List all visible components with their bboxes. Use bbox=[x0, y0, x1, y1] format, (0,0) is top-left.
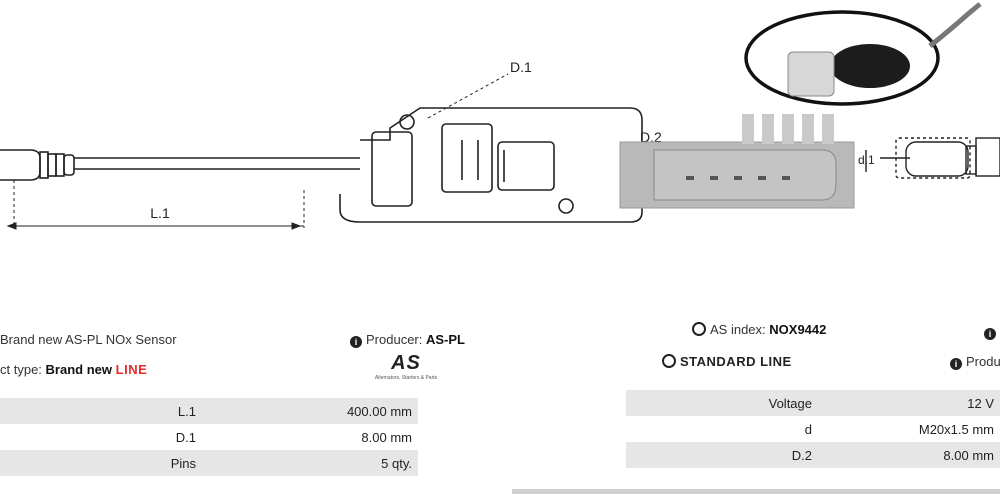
bottom-divider bbox=[512, 489, 1000, 494]
right-info-icon-top: i bbox=[984, 323, 1000, 341]
sensor-photo bbox=[744, 2, 982, 106]
d-small-label: d.1 bbox=[858, 153, 875, 167]
type-label: ct type: bbox=[0, 362, 42, 377]
l1-label: L.1 bbox=[150, 205, 170, 221]
producer-label-partial: Produc bbox=[966, 354, 1000, 369]
table-row: Voltage 12 V bbox=[626, 390, 1000, 416]
d1-leader bbox=[427, 73, 509, 119]
table-row: D.1 8.00 mm bbox=[0, 424, 418, 450]
left-type: ct type: Brand new LINE bbox=[0, 362, 147, 377]
type-value: Brand new bbox=[45, 362, 113, 377]
index-value: NOX9442 bbox=[769, 322, 827, 337]
table-row: d M20x1.5 mm bbox=[626, 416, 1000, 442]
left-spec-table: L.1 400.00 mm D.1 8.00 mm Pins 5 qty. bbox=[0, 398, 418, 476]
connector-graphic bbox=[619, 114, 855, 209]
info-icon: i bbox=[350, 336, 362, 348]
spec-label: D.1 bbox=[175, 429, 196, 445]
spec-value: 400.00 mm bbox=[346, 403, 412, 419]
check-icon bbox=[662, 354, 676, 368]
spec-label: d bbox=[804, 421, 812, 437]
right-spec-table: Voltage 12 V d M20x1.5 mm D.2 8.00 mm bbox=[626, 390, 1000, 468]
d2-label: D.2 bbox=[640, 129, 662, 145]
as-logo-mark: AS bbox=[391, 352, 421, 374]
sensor-tip-outline bbox=[0, 149, 360, 181]
left-producer: i Producer: AS-PL bbox=[350, 332, 465, 348]
spec-label: Pins bbox=[170, 455, 196, 471]
thread-tip-outline bbox=[865, 137, 1000, 179]
brand-line-partial: LINE bbox=[115, 362, 148, 377]
index-label: AS index: bbox=[710, 322, 766, 337]
producer-value: AS-PL bbox=[426, 332, 465, 347]
info-icon: i bbox=[950, 358, 962, 370]
right-index: AS index: NOX9442 bbox=[692, 322, 826, 337]
left-title-text: Brand new AS-PL NOx Sensor bbox=[0, 332, 177, 347]
control-module-outline bbox=[339, 107, 643, 223]
as-logo: AS Alternators, Starters & Parts bbox=[356, 352, 456, 386]
left-title: Brand new AS-PL NOx Sensor bbox=[0, 332, 177, 347]
d1-label: D.1 bbox=[510, 59, 532, 75]
as-logo-tagline: Alternators, Starters & Parts bbox=[374, 375, 438, 381]
technical-drawing: L.1 D.1 D.2 bbox=[0, 2, 1000, 230]
spec-label: D.2 bbox=[791, 447, 812, 463]
info-icon: i bbox=[984, 328, 996, 340]
spec-value: 8.00 mm bbox=[361, 429, 412, 445]
right-producer: i Produc bbox=[950, 354, 1000, 370]
spec-value: 12 V bbox=[967, 395, 994, 411]
table-row: L.1 400.00 mm bbox=[0, 398, 418, 424]
spec-value: 5 qty. bbox=[381, 455, 412, 471]
table-row: Pins 5 qty. bbox=[0, 450, 418, 476]
spec-label: L.1 bbox=[177, 403, 196, 419]
producer-label: Producer: bbox=[366, 332, 423, 347]
table-row: D.2 8.00 mm bbox=[626, 442, 1000, 468]
l1-dimension bbox=[6, 180, 305, 230]
spec-label: Voltage bbox=[768, 395, 812, 411]
tag-icon bbox=[692, 322, 706, 336]
spec-value: 8.00 mm bbox=[943, 447, 994, 463]
standard-line-text: STANDARD LINE bbox=[680, 354, 792, 369]
right-standard-line: STANDARD LINE bbox=[662, 354, 792, 369]
spec-value: M20x1.5 mm bbox=[918, 421, 994, 437]
